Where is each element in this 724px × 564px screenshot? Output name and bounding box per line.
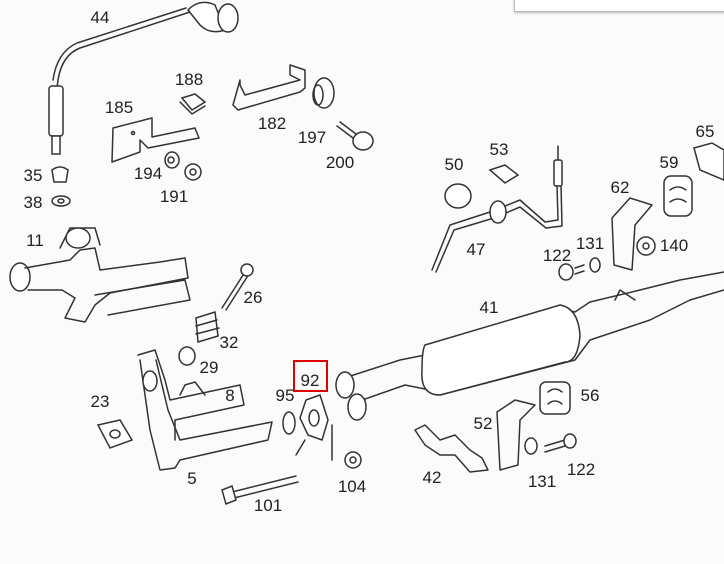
label-11[interactable]: 11 bbox=[26, 231, 44, 250]
label-191[interactable]: 191 bbox=[160, 187, 188, 206]
part-29-bushing[interactable] bbox=[178, 346, 196, 366]
label-53[interactable]: 53 bbox=[490, 140, 509, 159]
part-32-spring[interactable] bbox=[195, 311, 220, 343]
label-140[interactable]: 140 bbox=[660, 236, 688, 255]
part-62-bracket[interactable] bbox=[611, 197, 653, 271]
part-8-downpipe[interactable] bbox=[137, 349, 245, 441]
part-140-nut[interactable] bbox=[636, 236, 656, 256]
label-200[interactable]: 200 bbox=[326, 153, 354, 172]
part-23-gasket[interactable] bbox=[96, 419, 134, 449]
label-95[interactable]: 95 bbox=[276, 386, 295, 405]
label-59[interactable]: 59 bbox=[660, 153, 679, 172]
part-53-clip[interactable] bbox=[488, 164, 520, 184]
label-104[interactable]: 104 bbox=[338, 477, 366, 496]
part-38-seal[interactable] bbox=[51, 195, 71, 207]
label-29[interactable]: 29 bbox=[200, 358, 219, 377]
part-5-downpipe[interactable] bbox=[139, 359, 273, 471]
part-42-heat-shield[interactable] bbox=[414, 424, 489, 473]
highlight-box-92 bbox=[293, 360, 328, 392]
part-52-bracket[interactable] bbox=[496, 399, 536, 471]
part-122-bolt-upper[interactable] bbox=[558, 263, 585, 281]
part-59-hanger[interactable] bbox=[663, 175, 693, 217]
part-92-flange-gasket[interactable] bbox=[299, 394, 329, 441]
part-50-grommet[interactable] bbox=[444, 183, 472, 209]
label-44[interactable]: 44 bbox=[91, 8, 110, 27]
part-95-ring[interactable] bbox=[282, 411, 296, 435]
label-188[interactable]: 188 bbox=[175, 70, 203, 89]
label-185[interactable]: 185 bbox=[105, 98, 133, 117]
part-197-clamp[interactable] bbox=[312, 77, 335, 109]
part-194-washer[interactable] bbox=[164, 151, 180, 169]
label-5[interactable]: 5 bbox=[187, 469, 196, 488]
part-188-clip[interactable] bbox=[179, 93, 207, 115]
label-101[interactable]: 101 bbox=[254, 496, 282, 515]
part-131-washer-upper[interactable] bbox=[589, 257, 601, 273]
label-38[interactable]: 38 bbox=[24, 193, 43, 212]
label-65[interactable]: 65 bbox=[696, 122, 715, 141]
part-101-bolt[interactable] bbox=[221, 475, 299, 506]
label-197[interactable]: 197 bbox=[298, 128, 326, 147]
label-35[interactable]: 35 bbox=[24, 166, 43, 185]
part-65-rubber-mount[interactable] bbox=[693, 142, 724, 181]
part-191-nut[interactable] bbox=[184, 163, 202, 181]
part-104-nut[interactable] bbox=[344, 451, 362, 469]
label-182[interactable]: 182 bbox=[258, 114, 286, 133]
label-92[interactable]: 92 bbox=[301, 371, 320, 390]
part-56-hanger[interactable] bbox=[539, 381, 571, 415]
label-62[interactable]: 62 bbox=[611, 178, 630, 197]
label-122-lower[interactable]: 122 bbox=[567, 460, 595, 479]
part-185-bracket[interactable] bbox=[111, 117, 200, 163]
label-41[interactable]: 41 bbox=[480, 298, 499, 317]
overlay-panel-edge bbox=[514, 0, 724, 12]
part-11-manifold[interactable] bbox=[9, 227, 191, 323]
part-47-pipe[interactable] bbox=[431, 145, 563, 273]
part-41-muffler[interactable] bbox=[335, 271, 724, 421]
part-35-plug[interactable] bbox=[51, 166, 69, 183]
label-52[interactable]: 52 bbox=[474, 414, 493, 433]
label-42[interactable]: 42 bbox=[423, 468, 442, 487]
label-47[interactable]: 47 bbox=[467, 240, 486, 259]
label-8[interactable]: 8 bbox=[225, 386, 234, 405]
label-194[interactable]: 194 bbox=[134, 164, 162, 183]
part-26-stud[interactable] bbox=[221, 263, 254, 311]
part-200-bolt[interactable] bbox=[336, 121, 374, 151]
part-182-bracket[interactable] bbox=[232, 64, 306, 111]
label-50[interactable]: 50 bbox=[445, 155, 464, 174]
label-32[interactable]: 32 bbox=[220, 333, 239, 352]
label-131-upper[interactable]: 131 bbox=[576, 234, 604, 253]
part-122-bolt-lower[interactable] bbox=[544, 433, 577, 453]
part-44-oxygen-sensor[interactable] bbox=[48, 1, 239, 155]
label-23[interactable]: 23 bbox=[91, 392, 110, 411]
part-131-washer-lower[interactable] bbox=[524, 437, 538, 455]
label-56[interactable]: 56 bbox=[581, 386, 600, 405]
label-122-upper[interactable]: 122 bbox=[543, 246, 571, 265]
label-131-lower[interactable]: 131 bbox=[528, 472, 556, 491]
label-26[interactable]: 26 bbox=[244, 288, 263, 307]
leader-lines bbox=[295, 424, 333, 461]
